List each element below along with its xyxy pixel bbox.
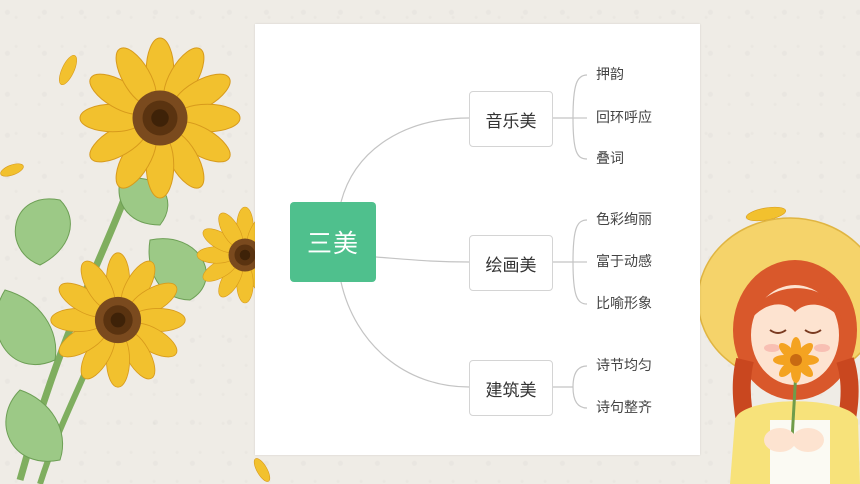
leaf-node: 诗句整齐 bbox=[596, 400, 652, 416]
leaf-node: 押韵 bbox=[596, 67, 624, 83]
mindmap-root-node: 三美 bbox=[290, 202, 376, 282]
mindmap-connectors bbox=[340, 74, 588, 409]
leaf-node: 富于动感 bbox=[596, 254, 652, 270]
branch-node-painting: 绘画美 bbox=[469, 235, 553, 291]
leaf-node: 回环呼应 bbox=[596, 110, 652, 126]
petal-icon bbox=[59, 54, 77, 86]
leaf-node: 比喻形象 bbox=[596, 296, 652, 312]
connector-root-architecture bbox=[340, 281, 470, 388]
girl-with-flower-illustration bbox=[697, 217, 860, 484]
branch-node-architecture: 建筑美 bbox=[469, 360, 553, 416]
mindmap-card: 三美 音乐美 绘画美 建筑美 押韵 回环呼应 叠词 色彩绚丽 富于动感 比喻形象… bbox=[255, 24, 700, 455]
branch-node-music: 音乐美 bbox=[469, 91, 553, 147]
leaf-node: 色彩绚丽 bbox=[596, 212, 652, 228]
connector-root-painting bbox=[375, 256, 470, 263]
connector-root-music bbox=[340, 117, 470, 203]
leaf-node: 叠词 bbox=[596, 151, 624, 167]
leaf-node: 诗节均匀 bbox=[596, 358, 652, 374]
